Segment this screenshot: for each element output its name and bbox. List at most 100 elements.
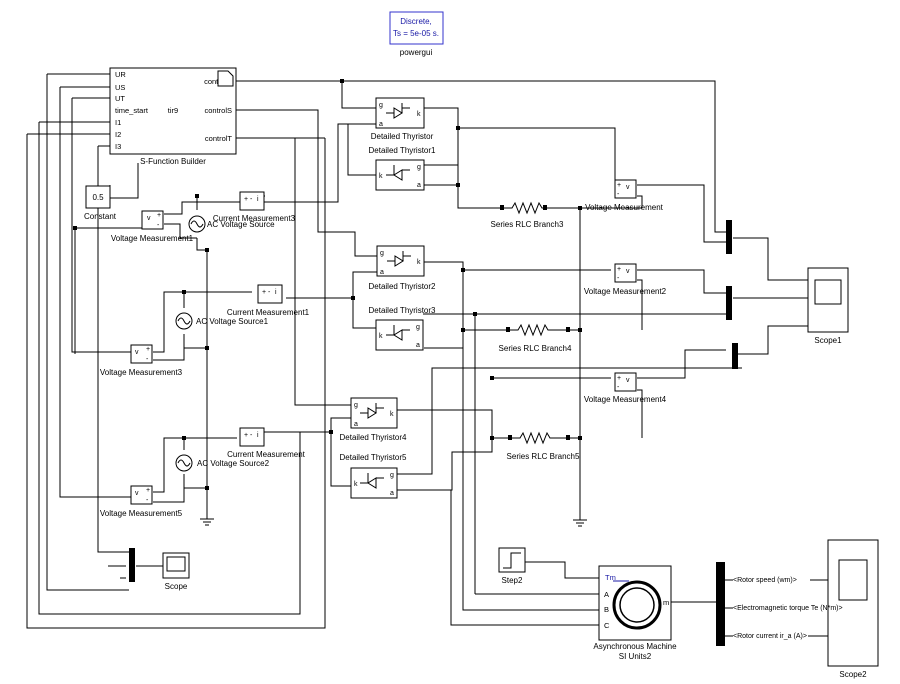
cm3-label: Current Measurement3 (213, 214, 296, 223)
vm-label: Voltage Measurement (585, 203, 664, 212)
scope-screen-icon (166, 556, 186, 572)
sine-icon (177, 317, 191, 325)
powergui-block[interactable]: Discrete, Ts = 5e-05 s. powergui (389, 11, 444, 57)
sfun-label: S-Function Builder (140, 157, 206, 166)
ground-icon (200, 510, 214, 526)
ac-source-label: AC Voltage Source (207, 220, 275, 229)
plus-icon: + (617, 266, 621, 273)
current-measurement1-block[interactable]: i + - Current Measurement1 (227, 284, 310, 317)
thyristor5-label: Detailed Thyristor5 (340, 453, 408, 462)
sfun-input-label: UR (115, 70, 126, 79)
plus-icon: + (244, 196, 248, 203)
vm-port-label: v (147, 215, 151, 222)
vm-port-label: v (626, 184, 630, 191)
constant-value: 0.5 (92, 193, 104, 202)
minus-icon: - (617, 384, 620, 391)
rlc5-label: Series RLC Branch5 (507, 452, 580, 461)
scope2-block[interactable]: Scope2 (827, 539, 879, 679)
plus-icon: + (146, 487, 150, 494)
series-rlc-branch3-block[interactable]: Series RLC Branch3 (491, 201, 564, 229)
constant-label: Constant (84, 212, 117, 221)
sfun-input-label: I1 (115, 118, 121, 127)
cm-port-label: i (275, 289, 277, 296)
detailed-thyristor2-block[interactable]: g a k Detailed Thyristor2 (369, 245, 437, 291)
port-g: g (354, 402, 358, 409)
scope-block[interactable]: Scope (162, 552, 190, 591)
minus-icon: - (250, 196, 253, 203)
voltage-measurement5-block[interactable]: v + - Voltage Measurement5 (100, 485, 183, 518)
vm3-label: Voltage Measurement3 (100, 368, 183, 377)
signal-line-controlS[interactable] (236, 109, 377, 257)
mux-bar-2[interactable] (726, 286, 732, 320)
cm1-label: Current Measurement1 (227, 308, 310, 317)
scope1-label: Scope1 (814, 336, 842, 345)
thyristor4-label: Detailed Thyristor4 (340, 433, 408, 442)
sfun-output-label: controlS (204, 106, 232, 115)
minus-icon: - (146, 356, 149, 363)
scope1-block[interactable]: Scope1 (807, 267, 849, 345)
port-a: a (354, 421, 358, 428)
vm1-label: Voltage Measurement1 (111, 234, 194, 243)
port-c: C (604, 621, 610, 630)
motor-icon (612, 580, 662, 630)
detailed-thyristor5-block[interactable]: k g a Detailed Thyristor5 (340, 453, 408, 499)
ac-voltage-source1-block[interactable]: AC Voltage Source1 (175, 312, 269, 330)
port-k: k (379, 173, 383, 180)
port-k: k (354, 481, 358, 488)
vm-port-label: v (135, 349, 139, 356)
voltage-measurement2-block[interactable]: v + - Voltage Measurement2 (584, 263, 667, 296)
ac-voltage-source2-block[interactable]: AC Voltage Source2 (175, 454, 270, 472)
signal-line-controlT[interactable] (236, 137, 351, 406)
port-a: a (416, 342, 420, 349)
mux-bar-3[interactable] (732, 343, 738, 369)
bus-signal-rotor-speed: <Rotor speed (wm)> (733, 577, 797, 584)
current-measurement3-block[interactable]: i + - Current Measurement3 (213, 191, 296, 223)
plus-icon: + (262, 289, 266, 296)
ac-source2-label: AC Voltage Source2 (197, 459, 270, 468)
cm-port-label: i (257, 432, 259, 439)
voltage-measurement3-block[interactable]: v + - Voltage Measurement3 (100, 344, 183, 377)
port-a: a (379, 121, 383, 128)
sfun-function-name: tir9 (168, 106, 178, 115)
minus-icon: - (617, 275, 620, 282)
powergui-sample-time: Ts = 5e-05 s. (393, 29, 439, 38)
minus-icon: - (617, 191, 620, 198)
voltage-measurement-block[interactable]: v + - Voltage Measurement (585, 179, 664, 212)
detailed-thyristor-block[interactable]: g a k Detailed Thyristor (371, 97, 434, 141)
plus-icon: + (244, 432, 248, 439)
voltage-measurement1-block[interactable]: v + - Voltage Measurement1 (111, 210, 194, 243)
detailed-thyristor3-block[interactable]: k g a Detailed Thyristor3 (369, 306, 437, 351)
voltage-measurement4-block[interactable]: v + - Voltage Measurement4 (584, 372, 667, 404)
port-g: g (416, 324, 420, 331)
thyristor2-label: Detailed Thyristor2 (369, 282, 437, 291)
powergui-label: powergui (400, 48, 433, 57)
asynchronous-machine-block[interactable]: Tm A B C m Asynchronous Machine SI Units… (593, 565, 677, 661)
sfun-input-label: US (115, 83, 125, 92)
minus-icon: - (250, 432, 253, 439)
bus-selector-bar[interactable] (716, 562, 725, 646)
ac-source1-label: AC Voltage Source1 (196, 317, 269, 326)
port-m: m (663, 598, 669, 607)
signal-line-controlR[interactable] (236, 80, 378, 109)
port-k: k (379, 333, 383, 340)
port-a: a (380, 269, 384, 276)
ac-voltage-source-block[interactable]: AC Voltage Source (188, 215, 275, 233)
thyristor1-label: Detailed Thyristor1 (369, 146, 437, 155)
bus-signal-rotor-current: <Rotor current ir_a (A)> (733, 633, 807, 640)
constant-block[interactable]: 0.5 Constant (84, 185, 117, 221)
rlc4-label: Series RLC Branch4 (499, 344, 572, 353)
scope-mux-bar[interactable] (129, 548, 135, 582)
detailed-thyristor1-block[interactable]: k g a Detailed Thyristor1 (369, 146, 437, 191)
current-measurement-block[interactable]: i + - Current Measurement (227, 427, 306, 459)
step2-label: Step2 (502, 576, 523, 585)
detailed-thyristor4-block[interactable]: g a k Detailed Thyristor4 (340, 397, 408, 442)
thyristor-label: Detailed Thyristor (371, 132, 434, 141)
scope-screen-icon (814, 279, 842, 305)
s-function-builder-block[interactable]: UR US UT time_start I1 I2 I3 controlR co… (109, 67, 237, 166)
series-rlc-branch4-block[interactable]: Series RLC Branch4 (499, 323, 572, 353)
step2-block[interactable]: Step2 (498, 547, 526, 585)
series-rlc-branch5-block[interactable]: Series RLC Branch5 (507, 431, 580, 461)
vm5-label: Voltage Measurement5 (100, 509, 183, 518)
mux-bar-1[interactable] (726, 220, 732, 254)
port-a: a (417, 182, 421, 189)
